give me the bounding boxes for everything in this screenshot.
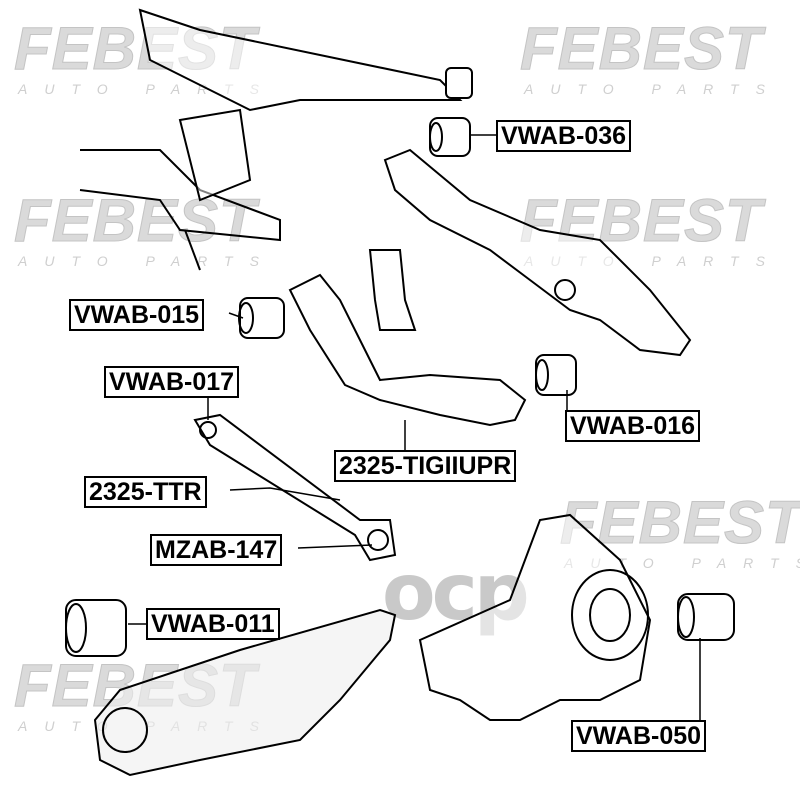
lower-control-arm-drawing: [383, 148, 692, 357]
part-label-vwab-011[interactable]: VWAB-011: [146, 608, 280, 640]
part-label-vwab-015[interactable]: VWAB-015: [69, 299, 205, 331]
leader-lines: [128, 134, 701, 722]
part-label-2325-tigiiupr[interactable]: 2325-TIGIIUPR: [334, 450, 517, 482]
trailing-rod-drawing: [193, 413, 397, 562]
bushing-vwab-015: [238, 297, 285, 339]
part-label-mzab-147[interactable]: MZAB-147: [150, 534, 283, 566]
bushing-vwab-050: [677, 593, 735, 641]
part-label-vwab-016[interactable]: VWAB-016: [565, 410, 701, 442]
bushing-vwab-011: [65, 599, 127, 657]
part-label-vwab-017[interactable]: VWAB-017: [104, 366, 240, 398]
subframe-drawing: [79, 8, 473, 271]
upper-arm-drawing: [288, 273, 527, 427]
part-label-vwab-050[interactable]: VWAB-050: [571, 720, 707, 752]
part-label-vwab-036[interactable]: VWAB-036: [496, 120, 632, 152]
bushing-vwab-016: [535, 354, 577, 396]
knuckle-drawing: [418, 513, 652, 721]
part-label-2325-ttr[interactable]: 2325-TTR: [84, 476, 207, 508]
trailing-arm-drawing: [93, 608, 397, 777]
bushing-vwab-036: [429, 117, 471, 157]
